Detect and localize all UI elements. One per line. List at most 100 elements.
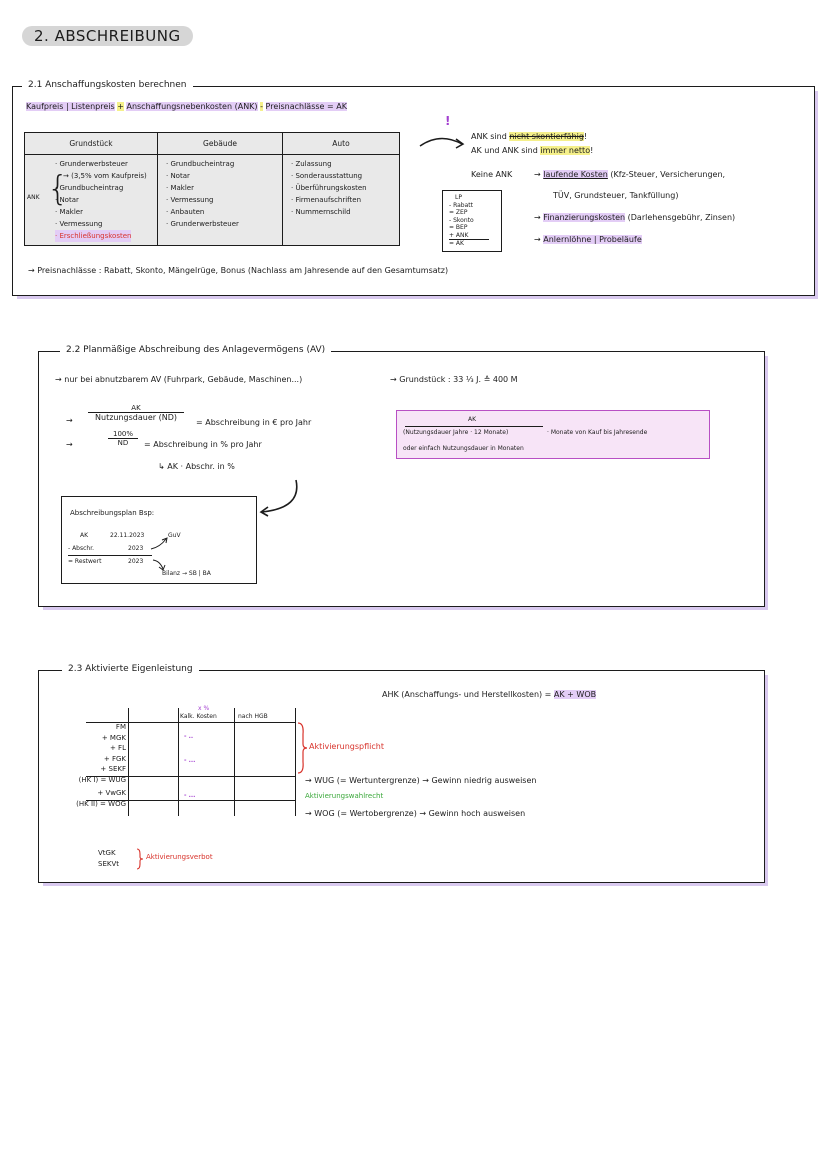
plan-guv: GuV [168, 532, 181, 539]
arrow-up-icon [150, 537, 168, 550]
verbot-item: SEKVt [98, 860, 119, 868]
list-item: · Notar [166, 172, 190, 180]
header-grundstueck: Grundstück [24, 132, 158, 155]
lk-highlight: laufende Kosten [543, 170, 608, 179]
formula-minus: - [260, 102, 263, 111]
section-2-3 [38, 670, 765, 883]
list-item: · Sonderausstattung [291, 172, 363, 180]
list-item: → (3,5% vom Kaufpreis) [63, 172, 147, 180]
cell-gebaeude: · Grundbucheintrag · Notar · Makler · Ve… [157, 154, 283, 246]
calc-line: + ANK [449, 231, 469, 239]
row-label: FM [115, 723, 126, 731]
list-item: · Anbauten [166, 208, 205, 216]
fraction-100-nd: 100% ND [108, 430, 138, 447]
plan-abschr: - Abschr. [68, 545, 95, 552]
calc-line: = ZEP [449, 209, 468, 216]
list-item: · Makler [55, 208, 83, 216]
list-item: · Nummernschild [291, 208, 351, 216]
list-item: · Grundbucheintrag [166, 160, 235, 168]
fk-text: (Darlehensgebühr, Zinsen) [627, 213, 736, 222]
list-item: · Überführungskosten [291, 184, 367, 192]
formula-ank: Anschaffungsnebenkosten (ANK) [126, 102, 258, 111]
ap-highlight: Anlernlöhne | Probeläufe [543, 235, 642, 244]
list-item-highlight: · Erschließungskosten [55, 230, 132, 242]
col-kalk-pct: x % [198, 705, 210, 712]
lk-text: (Kfz-Steuer, Versicherungen, [610, 170, 726, 179]
list-item: · Grunderwerbsteuer [55, 160, 128, 168]
finanzierungskosten: → Finanzierungskosten (Darlehensgebühr, … [534, 213, 736, 222]
pink-denominator: (Nutzungsdauer Jahre · 12 Monate) [403, 429, 509, 436]
list-item: · Vermessung [55, 220, 103, 228]
ank-table-wrap: Grundstück Gebäude Auto ANK { · Grunderw… [24, 132, 400, 246]
list-item: · Notar [55, 196, 79, 204]
header-auto: Auto [282, 132, 400, 155]
arrow-down-icon [152, 559, 166, 571]
pink-or: oder einfach Nutzungsdauer in Monaten [403, 445, 524, 452]
lk-continued: TÜV, Grundsteuer, Tankfüllung) [553, 191, 679, 200]
grundstueck-note: → Grundstück : 33 ⅓ J. ≙ 400 M [390, 375, 518, 384]
note-skonto: ANK sind nicht skontierfähig! [471, 132, 587, 141]
section-title: 2.2 Planmäßige Abschreibung des Anlageve… [60, 345, 332, 355]
ahk-formula: AHK (Anschaffungs- und Herstellkosten) =… [382, 690, 597, 699]
dash-dots: - .. [184, 733, 194, 740]
dash-dots: - ... [184, 792, 196, 799]
aktivierungsverbot: Aktivierungsverbot [146, 853, 213, 861]
list-item: · Zulassung [291, 160, 332, 168]
list-item: · Grundbucheintrag [55, 184, 124, 192]
dash-dots: - ... [184, 757, 196, 764]
wog-note: → WOG (= Wertobergrenze) → Gewinn hoch a… [305, 809, 526, 818]
note-text: AK und ANK sind [471, 146, 538, 155]
row-label: + FGK [103, 754, 126, 763]
ank-table: Grundstück Gebäude Auto ANK { · Grunderw… [24, 132, 400, 246]
col-kalk: Kalk. Kosten [180, 713, 217, 720]
fraction-numerator: AK [88, 404, 184, 413]
row-label: + FL [109, 744, 126, 752]
formula-plus: + [117, 102, 124, 111]
pink-numerator: AK [467, 416, 477, 423]
formula-kaufpreis: Kaufpreis | Listenpreis [26, 102, 115, 111]
list-item: · Grunderwerbsteuer [166, 220, 239, 228]
verbot-item: VtGK [98, 849, 116, 857]
list-item: · Firmenaufschriften [291, 196, 362, 204]
plan-bilanz: Bilanz → SB | BA [162, 570, 211, 577]
abschreibungsplan-box: Abschreibungsplan Bsp: AK 22.11.2023 GuV… [61, 496, 257, 584]
brace-icon [136, 848, 144, 870]
fraction-numerator: 100% [108, 430, 138, 439]
curved-arrow-icon [259, 479, 298, 517]
arrow-icon: → [66, 440, 73, 449]
row-labels: FM + MGK + FL + FGK + SEKF (HK I) = WUG … [58, 722, 126, 809]
ahk-text: AHK (Anschaffungs- und Herstellkosten) = [382, 690, 552, 699]
row-label: + VwGK [97, 789, 126, 797]
cell-grundstueck: ANK { · Grunderwerbsteuer → (3,5% vom Ka… [24, 154, 158, 246]
section-title: 2.1 Anschaffungskosten berechnen [22, 80, 193, 90]
col-hgb: nach HGB [238, 713, 268, 720]
fk-highlight: Finanzierungskosten [543, 213, 626, 222]
calc-line: LP [455, 194, 462, 201]
header-gebaeude: Gebäude [157, 132, 283, 155]
plan-restwert: = Restwert [68, 558, 102, 565]
fraction-denominator: Nutzungsdauer (ND) [95, 413, 177, 422]
arrow-icon: → [66, 416, 73, 425]
verbot-items: VtGK SEKVt [98, 848, 119, 870]
aktivierungswahlrecht: Aktivierungswahlrecht [305, 792, 384, 800]
plan-title: Abschreibungsplan Bsp: [70, 509, 155, 517]
brace: { [47, 169, 69, 209]
page-title: 2. ABSCHREIBUNG [22, 26, 193, 46]
plan-year: 2023 [128, 558, 144, 565]
row-label: (HK I) = WUG [78, 775, 126, 784]
fraction-result: = Abschreibung in € pro Jahr [196, 418, 312, 427]
note-highlight: immer netto [540, 146, 591, 155]
anlernloehne: → Anlernlöhne | Probeläufe [534, 235, 642, 244]
note-highlight: nicht skontierfähig [509, 132, 584, 141]
pink-rest: · Monate von Kauf bis Jahresende [547, 429, 648, 436]
ahk-highlight: AK + WOB [553, 690, 597, 699]
abnutzbar-note: → nur bei abnutzbarem AV (Fuhrpark, Gebä… [55, 375, 303, 384]
section-title: 2.3 Aktivierte Eigenleistung [62, 664, 199, 674]
calc-box: LP - Rabatt = ZEP - Skonto = BEP + ANK =… [442, 190, 502, 252]
exclamation-icon: ! [445, 114, 451, 128]
note-text: ! [583, 132, 588, 141]
curved-arrow-icon [419, 137, 465, 149]
list-item: · Vermessung [166, 196, 214, 204]
note-text: ! [590, 146, 594, 155]
wug-note: → WUG (= Wertuntergrenze) → Gewinn niedr… [305, 776, 537, 785]
